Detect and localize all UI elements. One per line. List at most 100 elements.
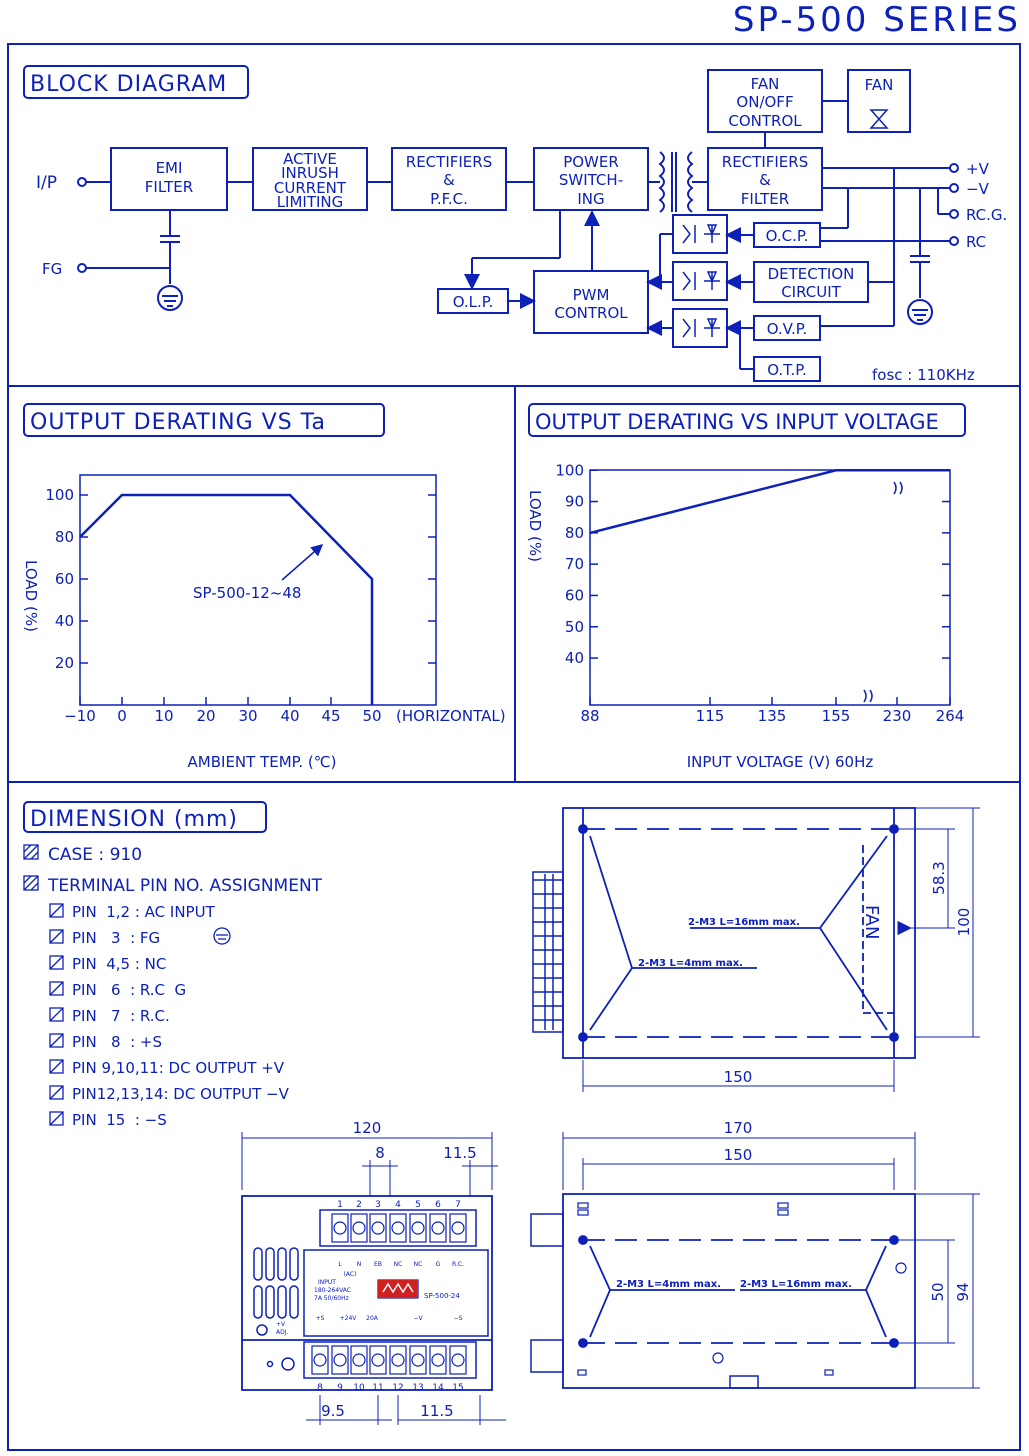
fosc-label: fosc : 110KHz (872, 366, 975, 384)
input-fg-label: FG (42, 260, 62, 278)
y-tick-label: 80 (55, 528, 74, 546)
pwm-line: CONTROL (554, 304, 628, 322)
chart2-heading-box (528, 403, 966, 437)
y-tick-label: 20 (55, 654, 74, 672)
case-text: CASE : 910 (48, 845, 142, 865)
meanwell-logo (378, 1280, 418, 1298)
chart1-xlabel: AMBIENT TEMP. (℃) (188, 753, 337, 771)
pin-number: 12 (392, 1383, 403, 1393)
y-tick-label: 100 (45, 486, 74, 504)
front-dim-8: 8 (375, 1144, 385, 1162)
derating-line (79, 493, 374, 705)
chart1-title: OUTPUT DERATING VS Ta (30, 410, 326, 435)
ac-label: (AC) (344, 1271, 357, 1278)
ocp-label: O.C.P. (766, 227, 809, 245)
pin-number: 8 (317, 1383, 323, 1393)
x-tick-label: 45 (321, 707, 340, 725)
front-dim-120: 120 (353, 1119, 382, 1137)
fan-label: FAN (865, 76, 894, 94)
pin-number: 15 (452, 1383, 463, 1393)
chart1-plot-frame (79, 474, 437, 706)
output-label: +24V (340, 1315, 358, 1322)
spec-list: CASE : 910 TERMINAL PIN NO. ASSIGNMENT P… (23, 844, 323, 1129)
x-tick-label: 155 (822, 707, 851, 725)
terminal-label: L (338, 1261, 342, 1268)
pin-number: 5 (415, 1200, 421, 1210)
inrush-line: CURRENT (274, 179, 347, 197)
derating-line (589, 469, 950, 535)
inrush-line: INRUSH (281, 164, 339, 182)
inrush-line: LIMITING (277, 193, 344, 211)
detection-line: DETECTION (768, 265, 855, 283)
dimension-heading: DIMENSION (mm) (30, 807, 238, 832)
chart1-ylabel: LOAD (%) (22, 560, 40, 632)
pin-line: PIN12,13,14: DC OUTPUT −V (72, 1085, 290, 1103)
side-dim-94: 94 (954, 1282, 972, 1301)
side-screw-16: 2-M3 L=16mm max. (740, 1279, 852, 1290)
outer-frame (7, 43, 1021, 1451)
rect-filter-line: & (759, 171, 771, 189)
x-tick-label: 20 (196, 707, 215, 725)
detection-line: CIRCUIT (781, 283, 841, 301)
x-tick-label: 115 (696, 707, 725, 725)
series-title: SP-500 SERIES (732, 0, 1021, 40)
pin-number: 11 (372, 1383, 383, 1393)
x-tick-label: 50 (362, 707, 381, 725)
rect-pfc-line: & (443, 171, 455, 189)
inrush-block (252, 147, 368, 211)
fan-ctrl-line: CONTROL (728, 112, 802, 130)
output-label: −S (454, 1315, 463, 1322)
terminal-label: NC (414, 1261, 423, 1268)
pin-number: 13 (412, 1383, 423, 1393)
line-break (893, 481, 903, 495)
y-tick-label: 50 (565, 618, 584, 636)
side-screw-4: 2-M3 L=4mm max. (616, 1279, 721, 1290)
adj-label: +V (276, 1321, 286, 1328)
pin-number: 14 (432, 1383, 444, 1393)
rect-filter-line: RECTIFIERS (722, 153, 808, 171)
pin-line: PIN 9,10,11: DC OUTPUT +V (72, 1059, 285, 1077)
rect-pfc-block (391, 147, 507, 211)
y-tick-label: 70 (565, 555, 584, 573)
top-view-fan: FAN (861, 905, 882, 939)
output-plus-v: +V (966, 160, 990, 178)
block-diagram-heading: BLOCK DIAGRAM (30, 72, 227, 97)
block-diagram-text: BLOCK DIAGRAM I/P FG EMI FILTER ACTIVE I… (30, 72, 1007, 384)
pin-number: 1 (337, 1200, 343, 1210)
y-tick-label: 80 (565, 524, 584, 542)
front-view (241, 1132, 506, 1425)
emi-line: FILTER (145, 178, 193, 196)
output-label: −V (413, 1315, 423, 1322)
input-spec: 180-264VAC (314, 1287, 351, 1294)
rect-pfc-line: P.F.C. (430, 190, 468, 208)
inrush-line: ACTIVE (283, 150, 337, 168)
x-tick-label: 30 (238, 707, 257, 725)
terminal-label: N (357, 1261, 362, 1268)
terminal-label: R.C. (452, 1261, 464, 1268)
otp-label: O.T.P. (767, 361, 807, 379)
front-dim-11-5-bottom: 11.5 (420, 1402, 453, 1420)
pin-number: 4 (395, 1200, 401, 1210)
pin-line: PIN 15 : −S (72, 1111, 167, 1129)
rect-pfc-line: RECTIFIERS (406, 153, 492, 171)
chart2-plot-frame (589, 469, 951, 706)
top-view-dim-100: 100 (955, 908, 973, 937)
terminal-heading: TERMINAL PIN NO. ASSIGNMENT (47, 876, 323, 896)
terminal-label: G (436, 1261, 441, 1268)
pin-line: PIN 4,5 : NC (72, 955, 166, 973)
olp-label: O.L.P. (453, 293, 494, 311)
front-dim-9-5: 9.5 (321, 1402, 345, 1420)
top-view-screw-4: 2-M3 L=4mm max. (638, 958, 743, 969)
top-view-dim-150: 150 (724, 1068, 753, 1086)
chart1-heading-box (23, 403, 385, 437)
y-tick-label: 40 (565, 649, 584, 667)
power-sw-line: POWER (563, 153, 619, 171)
input-ip-label: I/P (36, 173, 57, 193)
pwm-line: PWM (573, 286, 610, 304)
pin-line: PIN 1,2 : AC INPUT (72, 903, 216, 921)
model-label: SP-500-24 (424, 1292, 460, 1300)
y-tick-label: 90 (565, 493, 584, 511)
side-dim-50: 50 (929, 1282, 947, 1301)
